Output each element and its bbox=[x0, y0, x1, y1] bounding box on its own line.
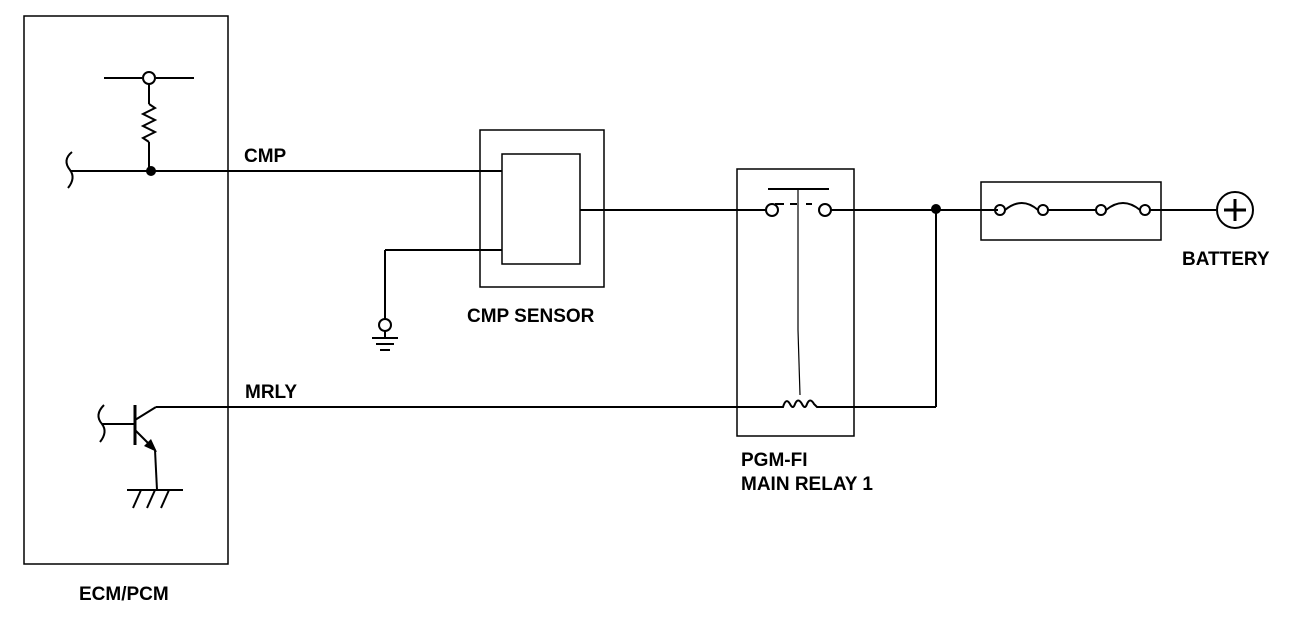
pull-up-resistor bbox=[104, 71, 194, 171]
resistor-icon bbox=[140, 103, 158, 143]
cmp-sensor-housing bbox=[479, 129, 605, 288]
ecm-pcm-box bbox=[23, 15, 229, 565]
cmp-signal-wire: CMP bbox=[228, 146, 502, 172]
cmp-input-circuit bbox=[65, 151, 228, 189]
fuse-icon bbox=[1095, 202, 1151, 216]
mrly-driver-transistor bbox=[97, 404, 228, 509]
cmp-wire-label: CMP bbox=[244, 146, 287, 167]
relay-housing bbox=[736, 168, 855, 437]
ecm-pcm-label: ECM/PCM bbox=[79, 584, 169, 605]
fuse-icon bbox=[994, 202, 1049, 216]
relay-coil-icon bbox=[778, 399, 820, 408]
chassis-ground-icon bbox=[127, 489, 183, 509]
terminal-circle-icon bbox=[142, 71, 156, 85]
relay-label-line2: MAIN RELAY 1 bbox=[741, 474, 873, 495]
cmp-sensor-label: CMP SENSOR bbox=[467, 306, 595, 327]
fuse-block bbox=[980, 181, 1216, 241]
relay-contact-icon bbox=[765, 203, 779, 217]
sensor-ground-icon bbox=[372, 318, 398, 351]
battery: BATTERY bbox=[1182, 191, 1270, 270]
battery-feed-wiring bbox=[820, 204, 998, 408]
mrly-wire-label: MRLY bbox=[245, 382, 297, 403]
junction-dot bbox=[146, 166, 156, 176]
relay-label-line1: PGM-FI bbox=[741, 450, 808, 471]
emitter-arrow-icon bbox=[144, 439, 157, 452]
plus-circle-icon bbox=[1216, 191, 1254, 229]
battery-label: BATTERY bbox=[1182, 249, 1270, 270]
pgm-fi-main-relay: PGM-FI MAIN RELAY 1 bbox=[736, 168, 873, 495]
cmp-sensor-element bbox=[501, 153, 581, 265]
mrly-signal-wire: MRLY bbox=[228, 382, 778, 408]
relay-contact-icon bbox=[818, 203, 832, 217]
ecm-pcm-module: ECM/PCM bbox=[23, 15, 229, 605]
cmp-sensor: CMP SENSOR bbox=[372, 129, 605, 351]
